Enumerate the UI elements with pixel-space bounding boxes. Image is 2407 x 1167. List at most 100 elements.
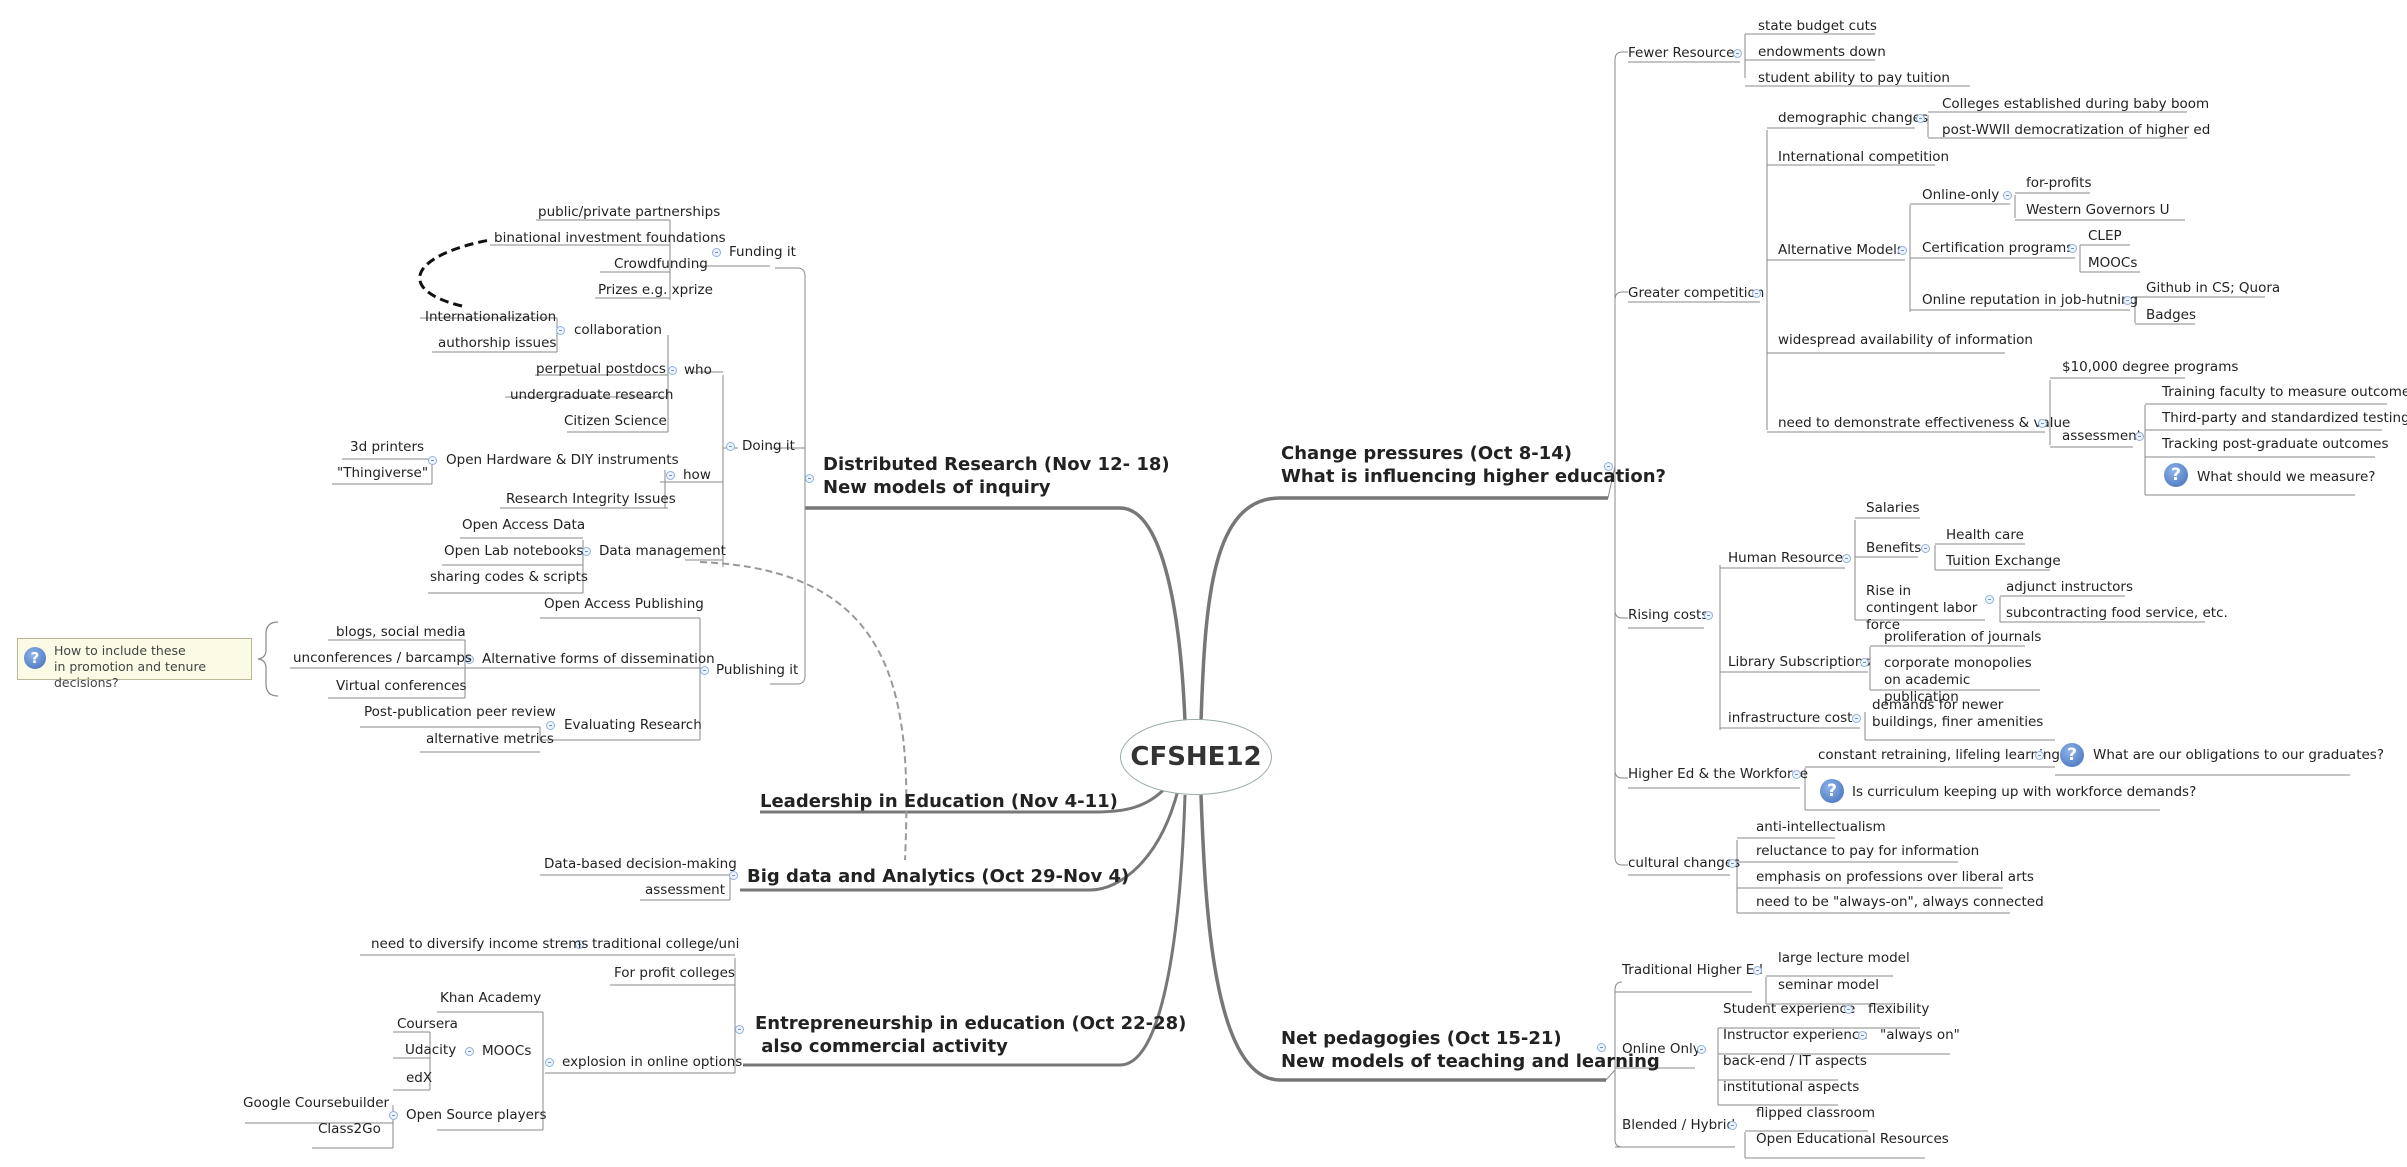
- central-topic[interactable]: CFSHE12: [1120, 719, 1272, 795]
- node-evaluating-research[interactable]: Evaluating Research: [564, 717, 702, 733]
- node-higher-ed-workforce[interactable]: Higher Ed & the Workforce: [1628, 766, 1809, 782]
- collapse-toggle-icon[interactable]: [1704, 611, 1713, 620]
- node-online-only[interactable]: Online Only: [1622, 1041, 1701, 1057]
- collapse-toggle-icon[interactable]: [2038, 419, 2047, 428]
- collapse-toggle-icon[interactable]: [735, 1025, 744, 1034]
- node-leaf[interactable]: Badges: [2146, 307, 2197, 323]
- node-leaf[interactable]: post-WWII democratization of higher ed: [1942, 122, 2211, 138]
- node-leaf[interactable]: Udacity: [405, 1042, 457, 1058]
- node-funding-it[interactable]: Funding it: [729, 244, 796, 260]
- collapse-toggle-icon[interactable]: [2135, 432, 2144, 441]
- node-collaboration[interactable]: collaboration: [574, 322, 662, 338]
- node-leaf[interactable]: need to diversify income strems: [371, 936, 589, 952]
- node-leaf[interactable]: Internationalization: [425, 309, 557, 325]
- node-alternative-forms[interactable]: Alternative forms of dissemination: [482, 651, 715, 667]
- collapse-toggle-icon[interactable]: [726, 442, 735, 451]
- node-leaf[interactable]: adjunct instructors: [2006, 579, 2134, 595]
- node-doing-it[interactable]: Doing it: [742, 438, 795, 454]
- node-leaf[interactable]: flexibility: [1868, 1001, 1930, 1017]
- node-leaf[interactable]: Crowdfunding: [614, 256, 708, 272]
- node-leaf[interactable]: Data-based decision-making: [544, 856, 737, 872]
- collapse-toggle-icon[interactable]: [1921, 544, 1930, 553]
- collapse-toggle-icon[interactable]: [465, 1047, 474, 1056]
- collapse-toggle-icon[interactable]: [805, 474, 814, 483]
- node-leaf[interactable]: undergraduate research: [510, 387, 674, 403]
- collapse-toggle-icon[interactable]: [428, 456, 437, 465]
- node-human-resources[interactable]: Human Resources: [1728, 550, 1850, 566]
- node-leaf[interactable]: Citizen Science: [564, 413, 667, 429]
- node-benefits[interactable]: Benefits: [1866, 540, 1922, 556]
- node-leaf[interactable]: institutional aspects: [1723, 1079, 1860, 1095]
- node-leaf[interactable]: Tuition Exchange: [1946, 553, 2061, 569]
- collapse-toggle-icon[interactable]: [1604, 462, 1613, 471]
- collapse-toggle-icon[interactable]: [2068, 244, 2077, 253]
- node-greater-competition[interactable]: Greater competition: [1628, 285, 1765, 301]
- node-fewer-resources[interactable]: Fewer Resources: [1628, 45, 1742, 61]
- collapse-toggle-icon[interactable]: [712, 248, 721, 257]
- node-leaf[interactable]: Health care: [1946, 527, 2024, 543]
- collapse-toggle-icon[interactable]: [1697, 1045, 1706, 1054]
- node-how[interactable]: how: [683, 467, 711, 483]
- node-leaf[interactable]: Training faculty to measure outcomes: [2162, 384, 2407, 400]
- node-leaf[interactable]: binational investment foundations: [494, 230, 726, 246]
- node-leaf[interactable]: corporate monopolies on academic publica…: [1884, 655, 2032, 705]
- node-leaf[interactable]: alternative metrics: [426, 731, 554, 747]
- node-retraining[interactable]: constant retraining, lifeling learning: [1818, 747, 2060, 763]
- collapse-toggle-icon[interactable]: [2035, 751, 2044, 760]
- collapse-toggle-icon[interactable]: [1916, 114, 1925, 123]
- node-question[interactable]: Is curriculum keeping up with workforce …: [1852, 784, 2197, 800]
- node-leaf[interactable]: authorship issues: [438, 335, 557, 351]
- collapse-toggle-icon[interactable]: [1597, 1043, 1606, 1052]
- node-widespread-information[interactable]: widespread availability of information: [1778, 332, 2033, 348]
- node-leaf[interactable]: Khan Academy: [440, 990, 542, 1006]
- node-leaf[interactable]: large lecture model: [1778, 950, 1910, 966]
- node-leaf[interactable]: public/private partnerships: [538, 204, 721, 220]
- node-leaf[interactable]: "always on": [1880, 1027, 1960, 1043]
- node-data-management[interactable]: Data management: [599, 543, 726, 559]
- node-leaf[interactable]: Post-publication peer review: [364, 704, 556, 720]
- node-rising-costs[interactable]: Rising costs: [1628, 607, 1709, 623]
- node-leaf[interactable]: Colleges established during baby boom: [1942, 96, 2210, 112]
- node-leaf[interactable]: $10,000 degree programs: [2062, 359, 2239, 375]
- collapse-toggle-icon[interactable]: [668, 366, 677, 375]
- node-traditional-higher-ed[interactable]: Traditional Higher Ed: [1622, 962, 1763, 978]
- node-open-source-players[interactable]: Open Source players: [406, 1107, 547, 1123]
- node-leaf[interactable]: student ability to pay tuition: [1758, 70, 1950, 86]
- node-contingent-labor[interactable]: Rise in contingent labor force: [1866, 583, 1978, 633]
- node-student-experience[interactable]: Student experience: [1723, 1001, 1856, 1017]
- collapse-toggle-icon[interactable]: [2123, 296, 2132, 305]
- collapse-toggle-icon[interactable]: [1792, 770, 1801, 779]
- node-leaf[interactable]: Western Governors U: [2026, 202, 2170, 218]
- node-leaf[interactable]: For profit colleges: [614, 965, 735, 981]
- collapse-toggle-icon[interactable]: [1844, 1005, 1853, 1014]
- collapse-toggle-icon[interactable]: [1985, 595, 1994, 604]
- branch-net-pedagogies[interactable]: Net pedagogies (Oct 15-21) New models of…: [1281, 1027, 1660, 1073]
- node-instructor-experience[interactable]: Instructor experience: [1723, 1027, 1868, 1043]
- node-publishing-it[interactable]: Publishing it: [716, 662, 799, 678]
- node-leaf[interactable]: edX: [406, 1070, 433, 1086]
- collapse-toggle-icon[interactable]: [546, 721, 555, 730]
- collapse-toggle-icon[interactable]: [729, 871, 738, 880]
- node-demographic-changes[interactable]: demographic changes: [1778, 110, 1928, 126]
- branch-change-pressures[interactable]: Change pressures (Oct 8-14) What is infl…: [1281, 442, 1666, 488]
- node-assessment[interactable]: assessment: [2062, 428, 2143, 444]
- branch-big-data[interactable]: Big data and Analytics (Oct 29-Nov 4): [747, 866, 1130, 887]
- node-leaf[interactable]: anti-intellectualism: [1756, 819, 1886, 835]
- node-leaf[interactable]: MOOCs: [2088, 255, 2138, 271]
- node-international-competition[interactable]: International competition: [1778, 149, 1950, 165]
- node-leaf[interactable]: subcontracting food service, etc.: [2006, 605, 2228, 621]
- collapse-toggle-icon[interactable]: [1852, 714, 1861, 723]
- collapse-toggle-icon[interactable]: [1728, 859, 1737, 868]
- node-leaf[interactable]: seminar model: [1778, 977, 1879, 993]
- node-library-subscriptions[interactable]: Library Subscriptions: [1728, 654, 1871, 670]
- node-online-reputation[interactable]: Online reputation in job-hutning: [1922, 292, 2139, 308]
- node-question[interactable]: What are our obligations to our graduate…: [2093, 747, 2384, 763]
- collapse-toggle-icon[interactable]: [545, 1058, 554, 1067]
- collapse-toggle-icon[interactable]: [1752, 289, 1761, 298]
- collapse-toggle-icon[interactable]: [1728, 1121, 1737, 1130]
- collapse-toggle-icon[interactable]: [1860, 658, 1869, 667]
- node-leaf[interactable]: Open Educational Resources: [1756, 1131, 1949, 1147]
- node-certification-programs[interactable]: Certification programs: [1922, 240, 2074, 256]
- node-leaf[interactable]: Open Lab notebooks: [444, 543, 584, 559]
- node-open-hardware[interactable]: Open Hardware & DIY instruments: [446, 452, 679, 468]
